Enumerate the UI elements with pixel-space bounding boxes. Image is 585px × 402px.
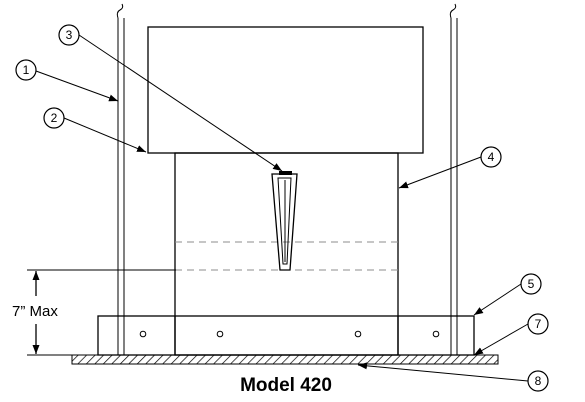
callout-4: 4 [480, 146, 502, 168]
wedge-element [271, 171, 298, 271]
svg-text:7: 7 [535, 317, 542, 331]
svg-text:5: 5 [528, 277, 535, 291]
svg-text:1: 1 [23, 63, 30, 77]
middle-body [174, 152, 399, 356]
upper-housing [147, 26, 424, 154]
callout-2: 2 [43, 107, 65, 129]
svg-text:4: 4 [488, 150, 495, 164]
svg-text:3: 3 [66, 28, 73, 42]
callout-8: 8 [527, 370, 549, 392]
callout-3: 3 [58, 24, 80, 46]
model-caption: Model 420 [240, 375, 332, 396]
leader-lines [35, 34, 529, 382]
dimension-label: 7” Max [12, 303, 58, 320]
base-plate [97, 315, 475, 356]
callout-1: 1 [15, 59, 37, 81]
svg-text:2: 2 [51, 111, 58, 125]
floor-slab [71, 354, 499, 365]
right-rod [449, 3, 458, 355]
mount-hole [354, 330, 362, 338]
callout-5: 5 [520, 273, 542, 295]
mount-hole [432, 330, 440, 338]
mount-hole [139, 330, 147, 338]
height-dimension: 7” Max [12, 269, 176, 356]
callout-7: 7 [527, 313, 549, 335]
mount-hole [216, 330, 224, 338]
left-rod [116, 3, 125, 355]
svg-text:8: 8 [535, 374, 542, 388]
